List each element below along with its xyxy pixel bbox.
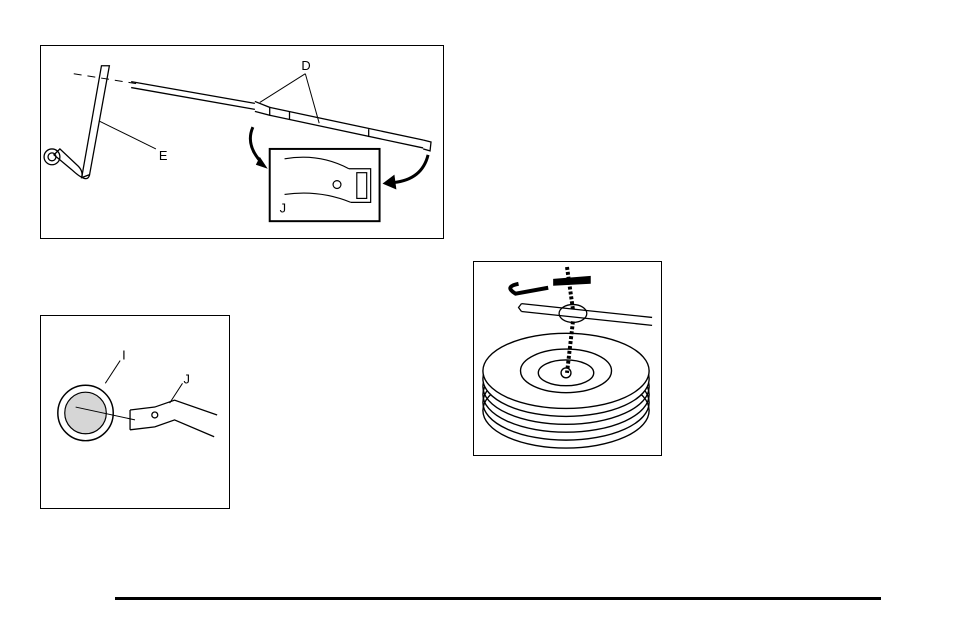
page-bottom-rule (115, 597, 881, 600)
alignment-guide-line (74, 74, 136, 84)
tire-carrier-access-illustration: I J (41, 316, 229, 508)
extension-rod-drawing (131, 82, 431, 151)
access-hole-inner (65, 392, 107, 434)
figure-spare-tire-lowering (473, 261, 662, 456)
callout-label-e: E (159, 148, 168, 163)
callout-label-j: J (183, 371, 189, 386)
callout-label-i: I (122, 348, 126, 363)
figure-jack-handle-assembly: D E J (40, 45, 444, 239)
wheel-wrench-drawing (44, 66, 109, 179)
wrench-extension-end-drawing (130, 400, 217, 437)
figure-tire-carrier-access: I J (40, 315, 230, 509)
spare-tire-drawing (483, 333, 649, 448)
jack-handle-assembly-illustration: D E J (41, 46, 443, 238)
curved-arrow-right-icon (393, 155, 428, 183)
arrowhead-right-icon (383, 175, 397, 190)
rotation-arrow-bar-icon (553, 276, 591, 286)
rotation-arrow-icon (510, 284, 548, 294)
callout-label-d: D (301, 58, 310, 73)
inset-callout-label-j: J (280, 200, 286, 215)
spare-tire-lowering-illustration (474, 262, 661, 455)
